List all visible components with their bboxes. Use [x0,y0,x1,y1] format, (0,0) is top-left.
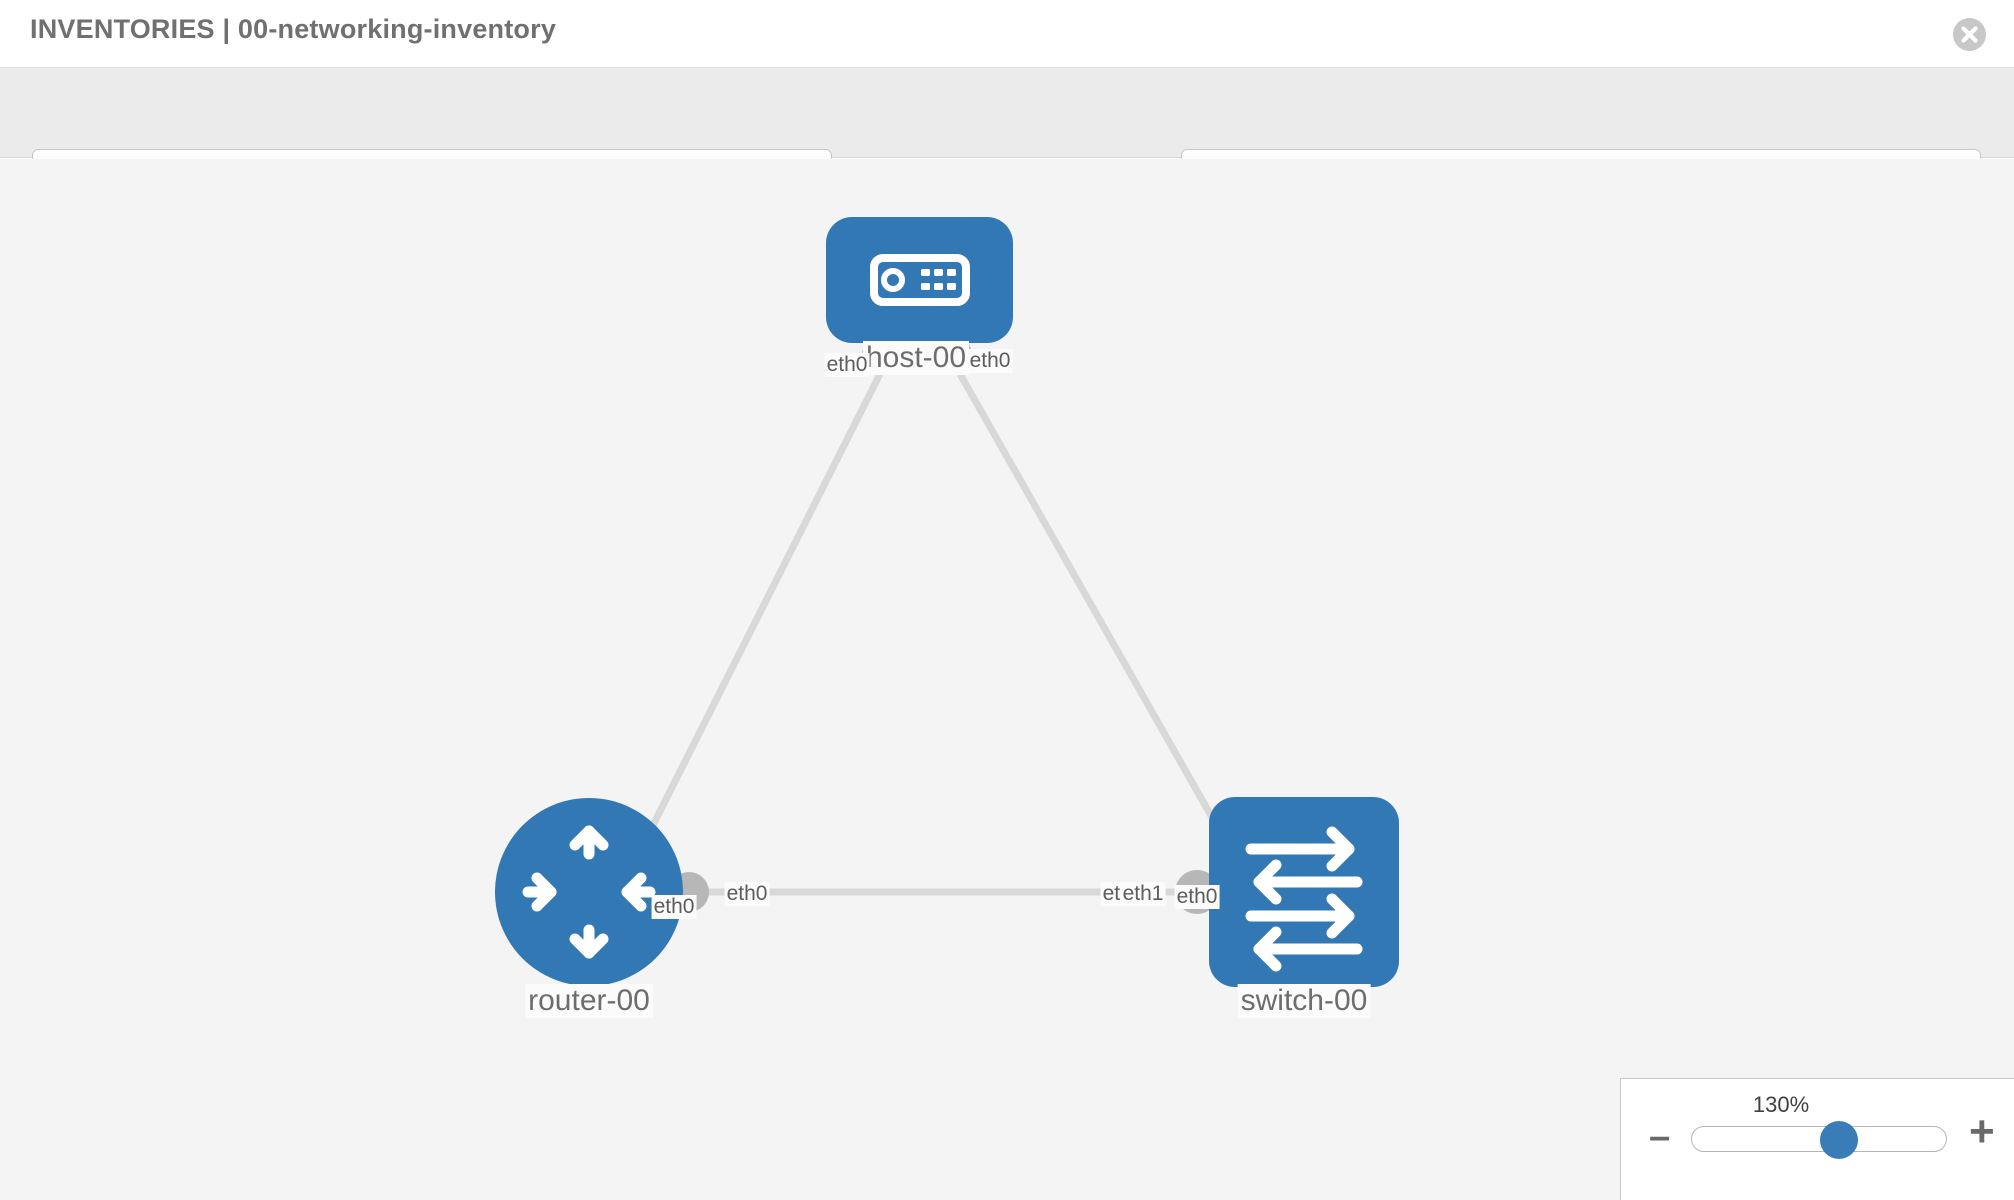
router-icon [522,825,656,959]
topology-graph [495,217,1399,987]
iface-label-switch-left: eth1 [1120,882,1166,906]
iface-label-router-up: eth0 [651,895,697,919]
server-icon [870,254,970,306]
switch-icon [1245,826,1363,972]
page-title: INVENTORIES | 00-networking-inventory [30,14,557,44]
page-header: INVENTORIES | 00-networking-inventory [0,0,2014,68]
edge-group [632,372,1235,896]
topology-canvas[interactable]: host-00 router-00 switch-00 eth0 eth0 et… [0,159,2014,1200]
iface-label-switch-up: eth0 [1174,885,1220,909]
zoom-in-button[interactable]: + [1969,1107,1995,1156]
zoom-slider-thumb[interactable] [1820,1121,1859,1159]
close-icon[interactable] [1953,18,1986,51]
iface-label-host-left: eth0 [824,353,870,377]
node-router-00[interactable] [495,798,683,986]
zoom-control-panel: 130% – + [1620,1078,2014,1200]
iface-label-host-right: eth0 [967,349,1013,373]
edge-host-router [632,372,884,861]
node-label-switch-00: switch-00 [1237,984,1371,1018]
iface-label-router-right: eth0 [724,882,770,906]
zoom-out-button[interactable]: – [1649,1116,1671,1158]
node-switch-00[interactable] [1209,797,1399,987]
zoom-slider-track[interactable] [1691,1121,1947,1159]
interface-endpoints [620,335,1258,914]
node-label-router-00: router-00 [525,984,653,1018]
node-host-00[interactable] [826,217,1013,343]
zoom-percent-label: 130% [1752,1092,1810,1117]
edge-host-switch [956,372,1234,851]
toolbar: ACTIONS SEARCH [0,68,2014,201]
node-label-host-00: host-00 [862,341,970,375]
